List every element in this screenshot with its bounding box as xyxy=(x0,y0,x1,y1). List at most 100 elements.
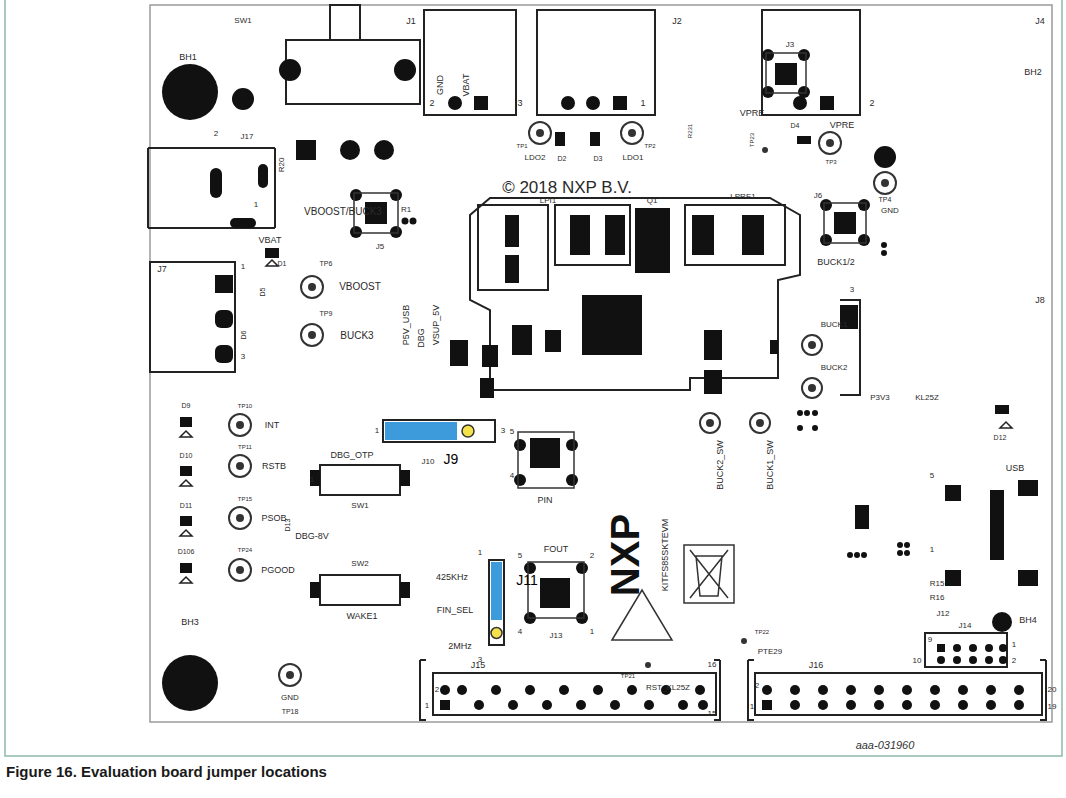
silkscreen-label: TP15 xyxy=(238,496,252,502)
silkscreen-label: VBAT xyxy=(259,236,282,245)
silkscreen-label: J7 xyxy=(157,265,167,274)
silkscreen-label: VBAT xyxy=(462,74,471,97)
silkscreen-label: D4 xyxy=(791,122,800,129)
silkscreen-label: 4 xyxy=(510,472,514,480)
silkscreen-label: GND xyxy=(881,207,899,215)
silkscreen-label: TP4 xyxy=(879,196,892,203)
silkscreen-label: J8 xyxy=(1035,296,1045,305)
silkscreen-label: 3 xyxy=(501,427,505,435)
silkscreen-label: 3 xyxy=(850,286,854,294)
silkscreen-label: 2 xyxy=(435,686,439,694)
silkscreen-label: 3 xyxy=(517,99,522,108)
silkscreen-label: 20 xyxy=(1048,686,1057,694)
silkscreen-label: 2MHz xyxy=(448,642,472,651)
figure-caption: Figure 16. Evaluation board jumper locat… xyxy=(6,763,327,780)
silkscreen-label: P3V3 xyxy=(870,394,890,402)
silkscreen-label: 1 xyxy=(750,703,754,711)
silkscreen-label: LDO2 xyxy=(525,154,546,162)
silkscreen-label: TP24 xyxy=(238,547,252,553)
silkscreen-label: PGOOD xyxy=(261,566,295,575)
silkscreen-label: 2 xyxy=(1012,657,1016,665)
silkscreen-label: VSUP_5V xyxy=(432,305,441,346)
silkscreen-label: J14 xyxy=(959,622,972,630)
silkscreen-label: BH4 xyxy=(1019,616,1037,625)
silkscreen-label: BUCK3 xyxy=(340,331,373,341)
silkscreen-label: FOUT xyxy=(544,545,569,554)
silkscreen-label: J6 xyxy=(814,192,822,200)
silkscreen-label: 1 xyxy=(478,549,482,557)
silkscreen-label: BH2 xyxy=(1024,68,1042,77)
silkscreen-label: FIN_SEL xyxy=(437,606,474,615)
silkscreen-label: D3 xyxy=(594,155,603,162)
silkscreen-label: VBOOST/BUCK3 xyxy=(304,207,382,217)
silkscreen-label: R1 xyxy=(401,206,411,214)
silkscreen-label: 2 xyxy=(590,552,594,560)
jumper-label: J11 xyxy=(516,573,538,587)
silkscreen-label: 2 xyxy=(214,130,218,138)
silkscreen-label: LPI1 xyxy=(540,197,556,205)
silkscreen-label: D1 xyxy=(278,260,287,267)
silkscreen-label: VPRE xyxy=(830,121,855,130)
logo-text: NXP xyxy=(605,514,645,596)
silkscreen-label: BH3 xyxy=(181,618,199,627)
silkscreen-label: 5 xyxy=(510,428,514,436)
silkscreen-label: 1 xyxy=(640,99,645,108)
silkscreen-label: J2 xyxy=(672,17,682,26)
silkscreen-label: DBG_OTP xyxy=(330,451,373,460)
silkscreen-label: BH1 xyxy=(179,53,197,62)
silkscreen-label: R15 xyxy=(930,580,945,588)
silkscreen-label: J5 xyxy=(376,243,384,251)
silkscreen-label: D12 xyxy=(994,434,1007,441)
silkscreen-label: D2 xyxy=(558,155,567,162)
silkscreen-label: VPRE xyxy=(740,109,765,118)
silkscreen-label: TP2 xyxy=(644,143,655,149)
silkscreen-label: RST_KL25Z xyxy=(646,684,690,692)
silkscreen-label: TP10 xyxy=(238,403,252,409)
silkscreen-label: VBOOST xyxy=(339,282,381,292)
silkscreen-label: GND xyxy=(281,694,299,702)
silkscreen-label: J12 xyxy=(937,610,950,618)
silkscreen-label: J16 xyxy=(809,661,824,670)
silkscreen-label: R16 xyxy=(930,594,945,602)
silkscreen-label: Q1 xyxy=(647,197,658,205)
silkscreen-label: TP18 xyxy=(282,708,299,715)
silkscreen-label: 5 xyxy=(518,552,522,560)
silkscreen-label: J10 xyxy=(422,458,435,466)
silkscreen-label: PTE29 xyxy=(758,648,782,656)
silkscreen-label: BUCK2 xyxy=(821,364,848,372)
silkscreen-label: D106 xyxy=(178,548,195,555)
silkscreen-label: D6 xyxy=(240,331,247,340)
silkscreen-label: 1 xyxy=(241,263,245,271)
silkscreen-label: 5 xyxy=(930,472,934,480)
silkscreen-label: 4 xyxy=(518,628,522,636)
silkscreen-label: DBG-8V xyxy=(295,532,329,541)
silkscreen-label: 2 xyxy=(869,99,874,108)
silkscreen-label: TP21 xyxy=(621,673,635,679)
silkscreen-label: R231 xyxy=(687,124,693,138)
silkscreen-label: D10 xyxy=(180,452,193,459)
silkscreen-label: J3 xyxy=(786,41,794,49)
silkscreen-label: BUCK1 xyxy=(821,321,848,329)
silkscreen-label: TP1 xyxy=(516,143,527,149)
silkscreen-label: BUCK1/2 xyxy=(817,258,855,267)
silkscreen-label: BUCK1_SW xyxy=(766,440,775,490)
silkscreen-label: J17 xyxy=(241,133,254,141)
silkscreen-label: J4 xyxy=(1035,17,1045,26)
silkscreen-label: KITFS85SKTEVM xyxy=(661,519,670,592)
silkscreen-label: WAKE1 xyxy=(346,612,377,621)
silkscreen-label: © 2018 NXP B.V. xyxy=(502,179,632,196)
silkscreen-label: 19 xyxy=(1048,703,1057,711)
silkscreen-label: 2 xyxy=(755,682,759,690)
silkscreen-label: TP22 xyxy=(755,629,769,635)
silkscreen-label: 1 xyxy=(254,201,258,209)
silkscreen-label: BUCK2_SW xyxy=(716,440,725,490)
silkscreen-label: KL25Z xyxy=(915,394,939,402)
silkscreen-label: PIN xyxy=(537,496,552,505)
silkscreen-label: 15 xyxy=(708,710,717,718)
silkscreen-label: J1 xyxy=(406,17,416,26)
figure-id: aaa-031960 xyxy=(856,740,915,751)
silkscreen-label: USB xyxy=(1006,464,1025,473)
silkscreen-label: TP23 xyxy=(749,133,755,147)
silkscreen-label: P5V_USB xyxy=(402,305,411,346)
